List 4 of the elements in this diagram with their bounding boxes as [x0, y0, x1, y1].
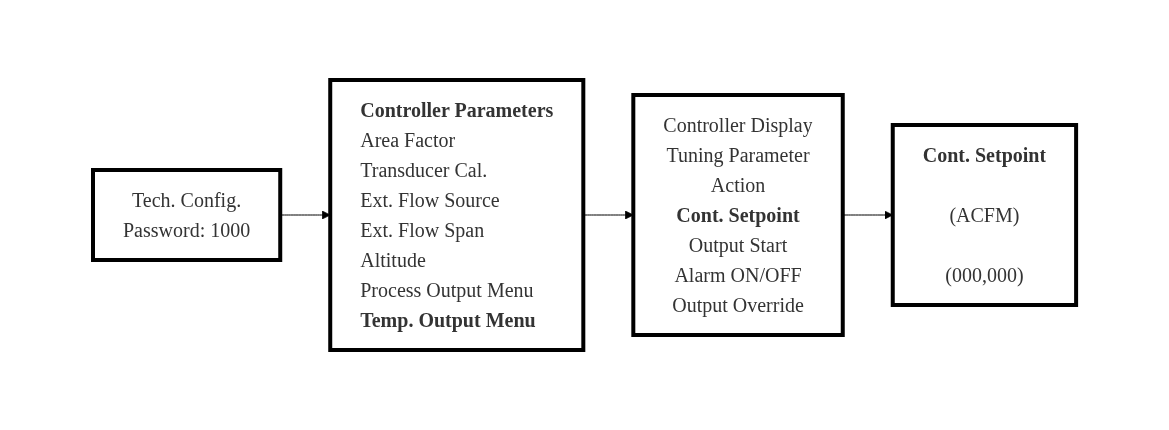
node-box: Tech. Config. Password: 1000 — [90, 168, 283, 262]
node-box: Controller Parameters Area Factor Transducer Cal. Ext. Flow Source Ext. Flow Span Altitude Process Output Menu Temp. Output Menu — [328, 78, 586, 352]
node-box: Cont. Setpoint (ACFM) (000,000) — [890, 123, 1079, 307]
node-box: Controller Display Tuning Parameter Action Cont. Setpoint Output Start Alarm ON/OFF Output Override — [631, 93, 845, 337]
